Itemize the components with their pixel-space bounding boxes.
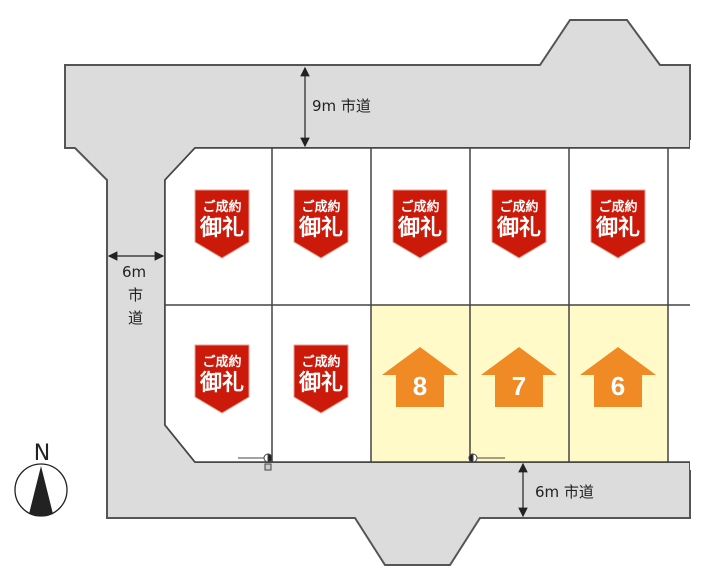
west-road-char-1: 市 [128,286,143,304]
house-arrow-icon [580,347,656,407]
house-arrow-icon [382,347,458,407]
badge-line2: 御礼 [496,215,541,241]
west-road-width: 6m [122,263,146,281]
lot-number-marker: 7 [481,347,557,407]
available-lots [371,305,668,462]
badge-line1: ご成約 [202,199,241,215]
badge-shield-icon [194,344,250,414]
compass-label: N [34,441,50,466]
badge-shield-icon [590,189,646,259]
badge-line2: 御礼 [199,215,244,241]
badge-line1: ご成約 [499,199,538,215]
north-road-label: 9m 市道 [312,97,371,115]
lot-number-marker: 6 [580,347,656,407]
badge-line1: ご成約 [301,354,340,370]
lot-number-marker: 8 [382,347,458,407]
badge-shield-icon [491,189,547,259]
lot-number: 8 [413,371,427,401]
lot-boundaries [164,147,690,463]
north-arrow-icon [29,466,53,516]
badge-line1: ご成約 [400,199,439,215]
west-road-char-2: 道 [128,309,143,327]
badge-shield-icon [293,189,349,259]
house-arrow-icon [481,347,557,407]
lot-number: 7 [512,371,526,401]
badge-line2: 御礼 [298,370,343,396]
badge-line1: ご成約 [301,199,340,215]
badge-shield-icon [392,189,448,259]
badge-shield-icon [293,344,349,414]
badge-line2: 御礼 [199,370,244,396]
badge-line2: 御礼 [595,215,640,241]
lot-number: 6 [611,371,625,401]
utility-marker-west [238,453,273,471]
utility-marker-east [468,453,505,463]
badge-line1: ご成約 [202,354,241,370]
north-compass: N [14,441,68,517]
south-road-label: 6m 市道 [535,483,594,501]
badge-shield-icon [194,189,250,259]
badge-line1: ご成約 [598,199,637,215]
badge-line2: 御礼 [397,215,442,241]
badge-line2: 御礼 [298,215,343,241]
